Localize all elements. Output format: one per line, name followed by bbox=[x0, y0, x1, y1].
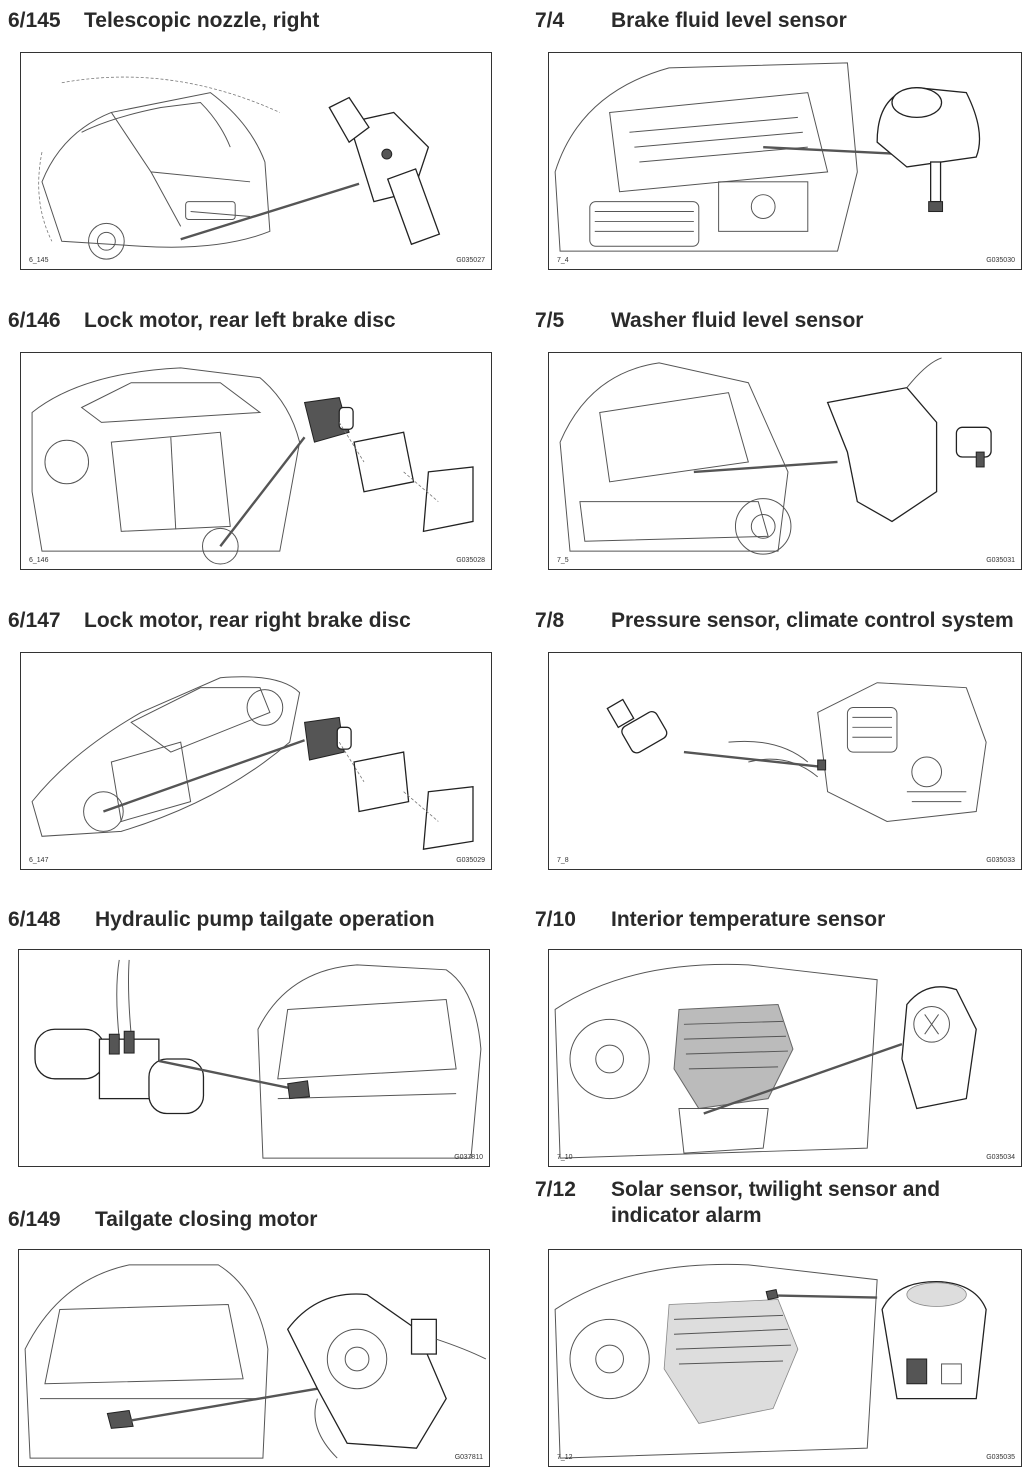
figure-telescopic-nozzle: 6_145 G035027 bbox=[20, 52, 492, 270]
figure-label: 6_146 bbox=[29, 557, 49, 564]
entry-title: Hydraulic pump tailgate operation bbox=[95, 908, 435, 931]
entry-number: 7/4 bbox=[535, 9, 565, 32]
entry-7-5: 7/5 Washer fluid level sensor 7_5 G03503… bbox=[530, 308, 1030, 578]
figure-code: G035027 bbox=[456, 257, 485, 264]
figure-code: G035034 bbox=[986, 1154, 1015, 1161]
car-side-illustration bbox=[31, 367, 474, 565]
entry-title: Brake fluid level sensor bbox=[611, 9, 847, 32]
car-rear-side-illustration bbox=[31, 676, 474, 850]
figure-code: G035029 bbox=[456, 857, 485, 864]
entry-title: Washer fluid level sensor bbox=[611, 309, 864, 332]
entry-number: 6/149 bbox=[8, 1208, 61, 1231]
entry-title: Pressure sensor, climate control system bbox=[611, 609, 1014, 632]
entry-number: 7/8 bbox=[535, 609, 565, 632]
entry-number: 7/10 bbox=[535, 908, 576, 931]
tailgate-motor-illustration bbox=[24, 1264, 487, 1459]
figure-label: 7_12 bbox=[557, 1454, 573, 1461]
entry-number: 6/148 bbox=[8, 908, 61, 931]
figure-code: G035028 bbox=[456, 557, 485, 564]
figure-pressure-sensor: 7_8 G035033 bbox=[548, 652, 1022, 870]
figure-code: G037810 bbox=[454, 1154, 483, 1161]
figure-solar-twilight-sensor: 7_12 G035035 bbox=[548, 1249, 1022, 1467]
figure-label: 7_8 bbox=[557, 857, 569, 864]
figure-lock-motor-rear-left: 6_146 G035028 bbox=[20, 352, 492, 570]
entry-title: Interior temperature sensor bbox=[611, 908, 886, 931]
entry-7-12: 7/12 Solar sensor, twilight sensor and i… bbox=[530, 1177, 1030, 1477]
entry-7-4: 7/4 Brake fluid level sensor 7_4 G035030 bbox=[530, 8, 1030, 278]
entry-number: 6/145 bbox=[8, 9, 61, 32]
car-front-illustration bbox=[38, 76, 441, 260]
figure-washer-fluid-sensor: 7_5 G035031 bbox=[548, 352, 1022, 570]
figure-label: 7_4 bbox=[557, 257, 569, 264]
entry-title: Solar sensor, twilight sensor and indica… bbox=[611, 1178, 941, 1227]
entry-6-145: 6/145 Telescopic nozzle, right 6_145 G03… bbox=[0, 8, 500, 278]
entry-title: Telescopic nozzle, right bbox=[84, 9, 320, 32]
pump-and-tailgate-illustration bbox=[34, 959, 482, 1159]
figure-label: 6_145 bbox=[29, 257, 49, 264]
climate-unit-illustration bbox=[606, 682, 987, 822]
figure-brake-fluid-sensor: 7_4 G035030 bbox=[548, 52, 1022, 270]
entry-number: 7/5 bbox=[535, 309, 565, 332]
dashboard-illustration bbox=[554, 963, 977, 1159]
engine-bay-illustration bbox=[554, 62, 981, 252]
figure-lock-motor-rear-right: 6_147 G035029 bbox=[20, 652, 492, 870]
entry-number: 6/147 bbox=[8, 609, 61, 632]
figure-hydraulic-pump: G037810 bbox=[18, 949, 490, 1167]
figure-label: 6_147 bbox=[29, 857, 49, 864]
dashboard-sensor-illustration bbox=[554, 1263, 987, 1459]
entry-7-8: 7/8 Pressure sensor, climate control sys… bbox=[530, 608, 1030, 878]
figure-code: G035030 bbox=[986, 257, 1015, 264]
entry-6-147: 6/147 Lock motor, rear right brake disc … bbox=[0, 608, 500, 878]
entry-number: 7/12 bbox=[535, 1178, 576, 1201]
entry-number: 6/146 bbox=[8, 309, 61, 332]
entry-title: Tailgate closing motor bbox=[95, 1208, 318, 1231]
entry-6-146: 6/146 Lock motor, rear left brake disc 6… bbox=[0, 308, 500, 578]
figure-interior-temperature-sensor: 7_10 G035034 bbox=[548, 949, 1022, 1167]
figure-code: G035033 bbox=[986, 857, 1015, 864]
figure-tailgate-closing-motor: G037811 bbox=[18, 1249, 490, 1467]
entry-6-149: 6/149 Tailgate closing motor G037811 bbox=[0, 1207, 500, 1477]
entry-title: Lock motor, rear right brake disc bbox=[84, 609, 411, 632]
figure-code: G035035 bbox=[986, 1454, 1015, 1461]
entry-6-148: 6/148 Hydraulic pump tailgate operation … bbox=[0, 907, 500, 1177]
figure-label: 7_10 bbox=[557, 1154, 573, 1161]
entry-title: Lock motor, rear left brake disc bbox=[84, 309, 396, 332]
figure-code: G035031 bbox=[986, 557, 1015, 564]
washer-reservoir-illustration bbox=[559, 357, 992, 555]
entry-7-10: 7/10 Interior temperature sensor 7_10 G0… bbox=[530, 907, 1030, 1177]
figure-label: 7_5 bbox=[557, 557, 569, 564]
figure-code: G037811 bbox=[454, 1454, 483, 1461]
